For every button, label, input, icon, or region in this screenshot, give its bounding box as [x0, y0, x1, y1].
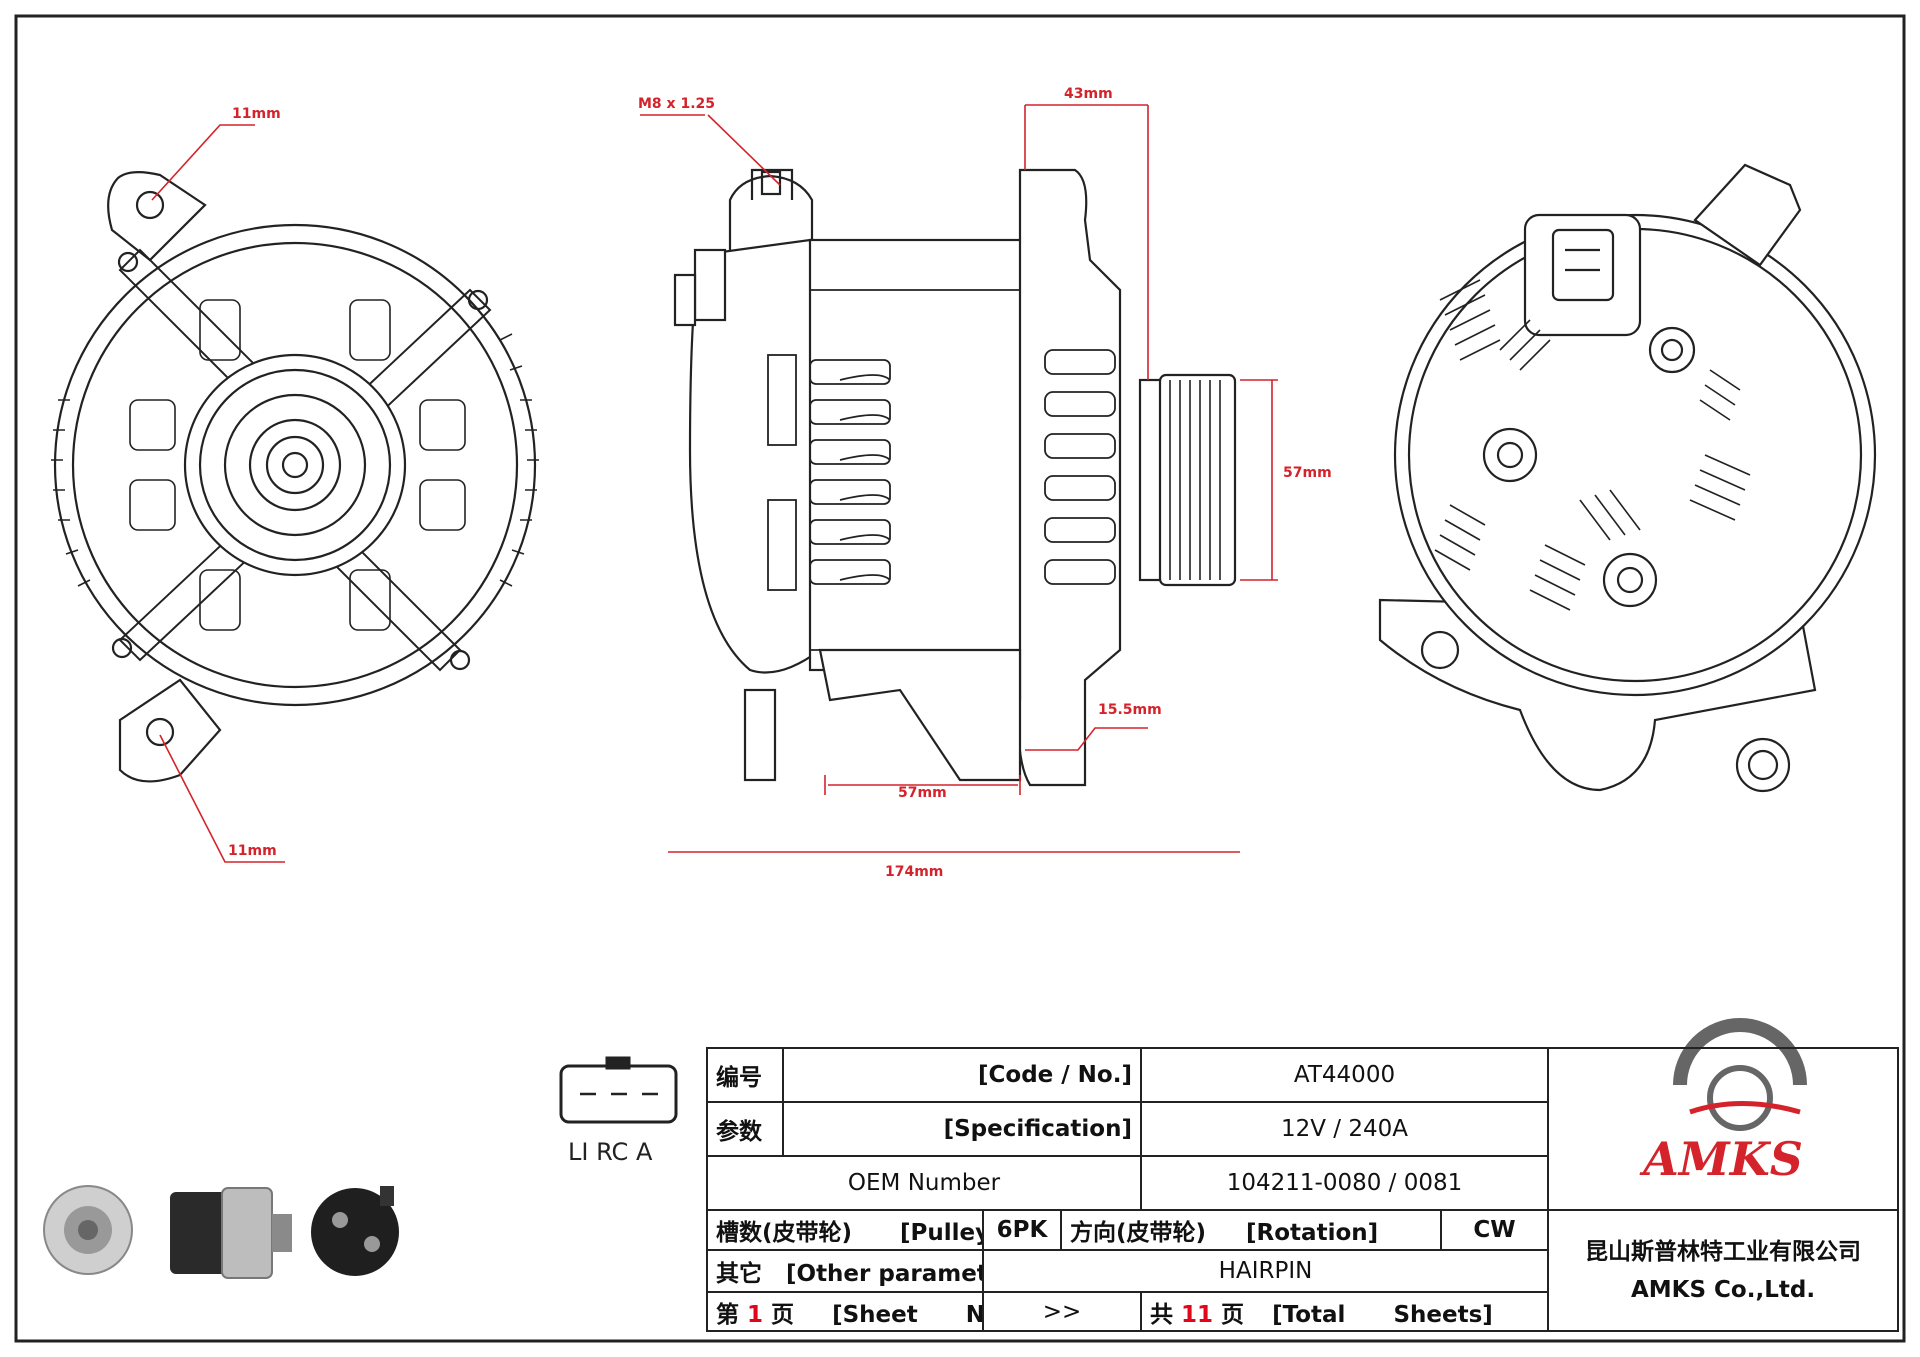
product-photos	[43, 1185, 399, 1279]
sheet-no: 1	[747, 1301, 764, 1328]
photo-front	[43, 1185, 133, 1275]
oem-value: 104211-0080 / 0081	[1139, 1155, 1550, 1211]
photo-rear	[311, 1186, 399, 1276]
dim-mount-hole-bottom: 11mm	[228, 843, 277, 859]
sheet-prefix: 第	[716, 1301, 739, 1328]
total-suffix: 页	[1221, 1301, 1245, 1328]
pulley-value: 6PK	[982, 1209, 1062, 1251]
front-view	[51, 171, 539, 783]
side-view	[673, 168, 1237, 787]
sheet-label: 第 1 页 [Sheet No.]	[706, 1291, 984, 1332]
code-label-cn: 编号	[706, 1047, 784, 1103]
dim-mount-hole-top: 11mm	[232, 106, 281, 122]
dim-terminal-thread: M8 x 1.25	[638, 96, 715, 112]
code-value: AT44000	[1139, 1047, 1550, 1103]
front-view-dimensions: 11mm 11mm	[151, 106, 285, 863]
dim-body-length: 57mm	[898, 785, 947, 801]
connector-pins-label: LI RC A	[568, 1138, 653, 1166]
pulley-label: 槽数(皮带轮) [Pulley ]	[706, 1209, 984, 1251]
connector-symbol	[559, 1056, 678, 1124]
title-block-table: 编号 [Code / No.] AT44000 AMKS 参数 [Specifi…	[706, 1047, 1900, 1332]
pulley-label-cn: 槽数(皮带轮)	[716, 1220, 853, 1246]
logo-text: AMKS	[1643, 1132, 1803, 1186]
dim-overall-length: 174mm	[885, 864, 943, 880]
other-label: 其它 [Other parameters]	[706, 1249, 984, 1293]
rotation-label-en: [Rotation]	[1246, 1220, 1379, 1246]
pulley-label-en: [Pulley ]	[900, 1220, 983, 1246]
other-label-en: [Other parameters]	[786, 1261, 981, 1287]
total-label: 共 11 页 [Total Sheets]	[1139, 1291, 1550, 1332]
company-cell: 昆山斯普林特工业有限公司 AMKS Co.,Ltd.	[1547, 1209, 1900, 1332]
rotation-label-cn: 方向(皮带轮)	[1070, 1220, 1207, 1246]
sheet-label-en: [Sheet No.]	[832, 1301, 981, 1328]
company-name-cn: 昆山斯普林特工业有限公司	[1585, 1238, 1862, 1265]
dim-pulley-diameter: 57mm	[1283, 465, 1332, 481]
sheet-arrow: >>	[982, 1291, 1142, 1332]
other-label-cn: 其它	[716, 1261, 762, 1287]
side-view-dimensions: M8 x 1.25 43mm 57mm 15.5mm 57mm 174mm	[638, 86, 1332, 880]
photo-side	[170, 1187, 292, 1279]
oem-label: OEM Number	[706, 1155, 1142, 1211]
rotation-value: CW	[1439, 1209, 1550, 1251]
dim-hub-width: 43mm	[1064, 86, 1113, 102]
rear-view	[1378, 163, 1877, 793]
code-label-en: [Code / No.]	[782, 1047, 1142, 1103]
total-no: 11	[1181, 1301, 1214, 1328]
total-prefix: 共	[1150, 1301, 1173, 1328]
spec-value: 12V / 240A	[1139, 1101, 1550, 1157]
sheet-border	[14, 14, 1906, 1343]
title-block: 编号 [Code / No.] AT44000 AMKS 参数 [Specifi…	[706, 1047, 1900, 1332]
rotation-label: 方向(皮带轮) [Rotation]	[1060, 1209, 1442, 1251]
company-name-en: AMKS Co.,Ltd.	[1630, 1276, 1816, 1303]
total-label-en: [Total Sheets]	[1272, 1301, 1493, 1328]
sheet-suffix: 页	[771, 1301, 795, 1328]
spec-label-cn: 参数	[706, 1101, 784, 1157]
other-value: HAIRPIN	[981, 1249, 1550, 1293]
dim-flange-offset: 15.5mm	[1098, 702, 1162, 718]
logo-cell: AMKS	[1547, 1047, 1900, 1211]
spec-label-en: [Specification]	[782, 1101, 1142, 1157]
